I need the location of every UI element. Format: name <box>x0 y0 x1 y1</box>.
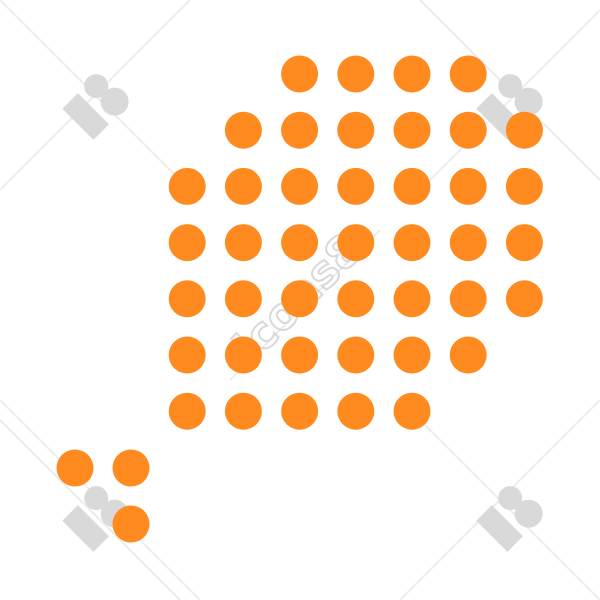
racket-dot <box>505 224 543 262</box>
watermark-line <box>0 419 181 600</box>
racket-dot <box>505 280 543 318</box>
racket-dot <box>337 280 375 318</box>
ball-dot <box>112 505 150 543</box>
racket-dot <box>337 111 375 149</box>
racket-dot <box>393 336 431 374</box>
watermark-logo <box>62 74 129 140</box>
racket-dot <box>168 167 206 205</box>
racket-dot <box>281 55 319 93</box>
ball-dot <box>112 449 150 487</box>
racket-dot <box>281 224 319 262</box>
racket-dot <box>449 167 487 205</box>
racket-dot <box>449 336 487 374</box>
racket-dot <box>168 336 206 374</box>
racket-dot <box>393 167 431 205</box>
racket-dot <box>224 392 262 430</box>
racket-dot <box>449 55 487 93</box>
watermark-line <box>409 9 600 201</box>
racket-dot <box>281 336 319 374</box>
racket-dot <box>505 111 543 149</box>
racket-dot <box>393 111 431 149</box>
racket-dot <box>168 392 206 430</box>
racket-dot <box>224 280 262 318</box>
racket-dot <box>393 280 431 318</box>
racket-dot <box>224 224 262 262</box>
racket-dot <box>224 167 262 205</box>
racket-dot <box>449 280 487 318</box>
racket-head-dots <box>168 55 543 430</box>
racket-dot <box>337 55 375 93</box>
racket-dot <box>337 392 375 430</box>
racket-dot <box>168 280 206 318</box>
racket-dot <box>449 111 487 149</box>
ball-dot <box>56 449 94 487</box>
racket-dot <box>393 224 431 262</box>
racket-dot <box>393 55 431 93</box>
racket-dot <box>224 111 262 149</box>
racket-dot <box>224 336 262 374</box>
racket-dot <box>337 224 375 262</box>
racket-dot <box>281 167 319 205</box>
racket-dot <box>337 336 375 374</box>
racket-dot <box>281 111 319 149</box>
racket-dot <box>168 224 206 262</box>
racket-dot <box>281 280 319 318</box>
racket-dot <box>337 167 375 205</box>
racket-dot <box>281 392 319 430</box>
racket-dot <box>449 224 487 262</box>
watermark-logo <box>476 486 543 552</box>
ball-dots <box>56 449 150 543</box>
racket-dot <box>393 392 431 430</box>
racket-dot <box>505 167 543 205</box>
